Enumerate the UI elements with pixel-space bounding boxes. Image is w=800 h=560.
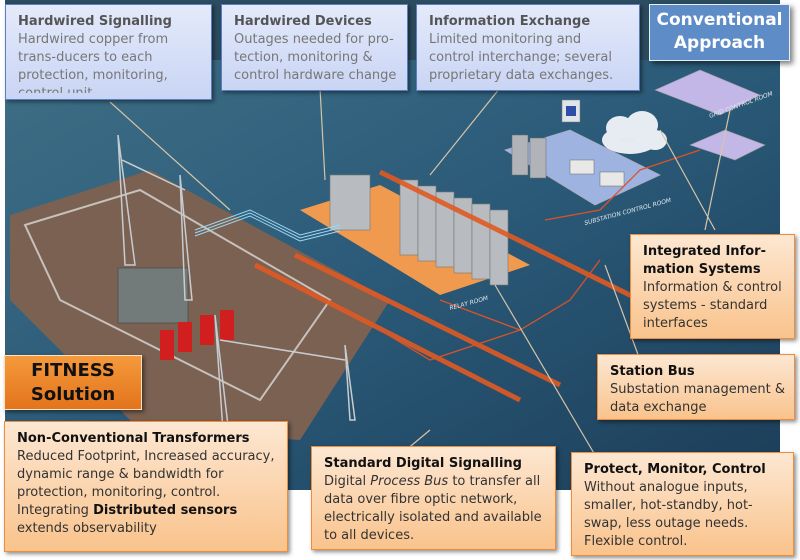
box-line: interfaces: [643, 316, 708, 331]
process-bus-cables: [253, 169, 642, 403]
hardwired-signalling-box: Hardwired Signalling Hardwired copper fr…: [5, 4, 212, 100]
grid-control-room: [654, 69, 761, 116]
box-line: Without analogue inputs,: [584, 480, 748, 495]
hardwired-devices-title: Hardwired Devices: [234, 14, 372, 29]
box-line: Flexible control.: [584, 534, 688, 549]
box-line: to all devices.: [324, 528, 415, 543]
box-line: control hardware change: [234, 68, 397, 83]
box-line: extends observability: [17, 521, 157, 536]
box-line: Information & control: [643, 280, 782, 295]
transformers-title: Non-Conventional Transformers: [17, 431, 250, 446]
box-line: control unit.: [18, 85, 203, 93]
box-line: Limited monitoring and: [429, 32, 582, 47]
fitness-label-line1: FITNESS: [31, 360, 115, 381]
box-line: swap, less outage needs.: [584, 516, 749, 531]
fitness-label-line2: Solution: [30, 384, 116, 405]
copper-wiring: [194, 209, 341, 242]
digital-signalling-title: Standard Digital Signalling: [324, 456, 522, 471]
fitness-solution-label: FITNESS Solution: [4, 355, 142, 410]
box-line: data exchange: [610, 400, 707, 415]
box-line: smaller, hot-standby, hot-: [584, 498, 753, 513]
line-prefix: Integrating: [17, 503, 94, 518]
process-bus-emphasis: Process Bus: [370, 474, 449, 489]
box-line: Outages needed for pro-: [234, 32, 394, 47]
protect-title: Protect, Monitor, Control: [584, 462, 766, 477]
box-line: data over fibre optic network,: [324, 492, 518, 507]
box-line: dynamic range & bandwidth for: [17, 467, 224, 482]
box-line: Integrating Distributed sensors: [17, 502, 279, 520]
standard-digital-signalling-box: Standard Digital Signalling Digital Proc…: [311, 446, 556, 550]
box-line: proprietary data exchanges.: [429, 68, 614, 83]
box-line: protection, monitoring, control.: [17, 485, 221, 500]
leader-lines: [109, 87, 731, 456]
line-suffix: to transfer all: [448, 474, 541, 489]
conventional-label-line1: Conventional: [656, 10, 783, 30]
integrated-information-box: Integrated Infor- mation Systems Informa…: [630, 234, 795, 339]
box-line: control interchange; several: [429, 50, 612, 65]
box-line: tection, monitoring &: [234, 50, 373, 65]
integrated-title-line2: mation Systems: [643, 262, 761, 277]
hardwired-devices-box: Hardwired Devices Outages needed for pro…: [221, 4, 408, 91]
wan-label: WAN: [620, 137, 635, 144]
relay-cabinets: [329, 174, 509, 286]
red-switchgear: [160, 310, 234, 360]
protect-monitor-control-box: Protect, Monitor, Control Without analog…: [571, 452, 794, 556]
station-bus-box: Station Bus Substation management & data…: [597, 354, 795, 420]
box-line: trans-ducers to each: [18, 50, 153, 65]
box-line: Digital Process Bus to transfer all: [324, 473, 547, 491]
box-line: electrically isolated and available: [324, 510, 542, 525]
information-exchange-box: Information Exchange Limited monitoring …: [416, 4, 640, 91]
hardwired-signalling-title: Hardwired Signalling: [18, 14, 172, 29]
line-prefix: Digital: [324, 474, 371, 489]
distributed-sensors-emphasis: Distributed sensors: [93, 503, 238, 518]
conventional-label-line2: Approach: [673, 33, 766, 53]
power-transformer: [117, 267, 189, 324]
box-line: protection, monitoring,: [18, 68, 168, 83]
non-conventional-transformers-box: Non-Conventional Transformers Reduced Fo…: [4, 421, 288, 552]
integrated-title-line1: Integrated Infor-: [643, 244, 766, 259]
wan-cloud-icon: [602, 111, 667, 154]
box-line: Reduced Footprint, Increased accuracy,: [17, 449, 275, 464]
information-exchange-title: Information Exchange: [429, 14, 591, 29]
conventional-approach-label: Conventional Approach: [649, 4, 790, 61]
box-line: Hardwired copper from: [18, 32, 169, 47]
box-line: Substation management &: [610, 382, 785, 397]
box-line: systems - standard: [643, 298, 768, 313]
station-bus-title: Station Bus: [610, 364, 695, 379]
